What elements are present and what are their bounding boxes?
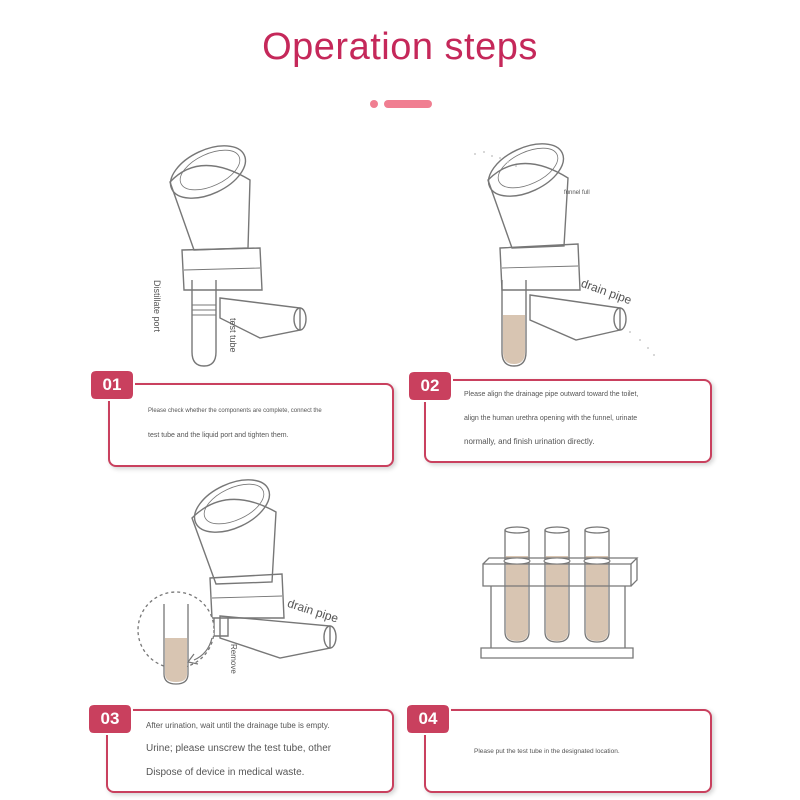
divider-dot	[370, 100, 378, 108]
step-04-line-1: Please put the test tube in the designat…	[474, 748, 620, 755]
step-badge-01: 01	[88, 368, 136, 402]
page-title: Operation steps	[262, 26, 538, 68]
step-card-01: Please check whether the components are …	[108, 383, 394, 467]
label-test-tube: test tube	[228, 318, 238, 353]
step-card-02: Please align the drainage pipe outward t…	[424, 379, 712, 463]
step-03-line-3: Dispose of device in medical waste.	[146, 767, 305, 778]
step-badge-03: 03	[86, 702, 134, 736]
step-01-line-2: test tube and the liquid port and tighte…	[148, 432, 289, 439]
step-01-line-1: Please check whether the components are …	[148, 408, 322, 414]
step-03-line-1: After urination, wait until the drainage…	[146, 721, 330, 730]
label-remove: Remove	[229, 644, 238, 674]
step-card-03: After urination, wait until the drainage…	[106, 709, 394, 793]
label-funnel-full: funnel full	[564, 190, 590, 196]
illustration-step-2: funnel full drain pipe	[460, 140, 670, 370]
title-divider	[370, 100, 432, 108]
step-number-01: 01	[102, 375, 122, 394]
divider-dash	[384, 100, 432, 108]
step-02-line-1: Please align the drainage pipe outward t…	[464, 391, 639, 398]
step-03-line-2: Urine; please unscrew the test tube, oth…	[146, 743, 332, 754]
step-number-02: 02	[420, 376, 440, 395]
step-badge-02: 02	[406, 369, 454, 403]
illustration-step-3: drain pipe Remove	[130, 478, 360, 698]
label-distillate-port: Distillate port	[152, 280, 162, 333]
step-badge-04: 04	[404, 702, 452, 736]
illustration-step-4	[475, 520, 645, 665]
illustration-step-1: Distillate port test tube	[150, 140, 350, 370]
step-number-04: 04	[418, 709, 438, 728]
step-02-line-3: normally, and finish urination directly.	[464, 437, 595, 446]
step-card-04: Please put the test tube in the designat…	[424, 709, 712, 793]
step-number-03: 03	[100, 709, 120, 728]
step-02-line-2: align the human urethra opening with the…	[464, 415, 638, 422]
